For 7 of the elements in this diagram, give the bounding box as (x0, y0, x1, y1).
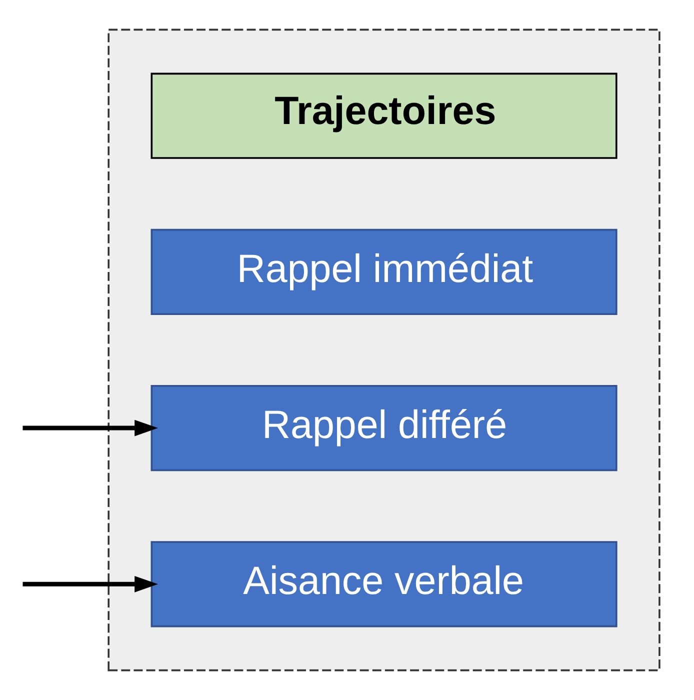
arrow (22, 420, 158, 436)
arrow (22, 576, 158, 592)
node-box: Rappel immédiat (150, 228, 617, 316)
cluster (107, 28, 660, 672)
node-box: Aisance verbale (150, 541, 617, 628)
node-box: Rappel différé (150, 384, 617, 472)
node-box: Trajectoires (150, 72, 617, 159)
